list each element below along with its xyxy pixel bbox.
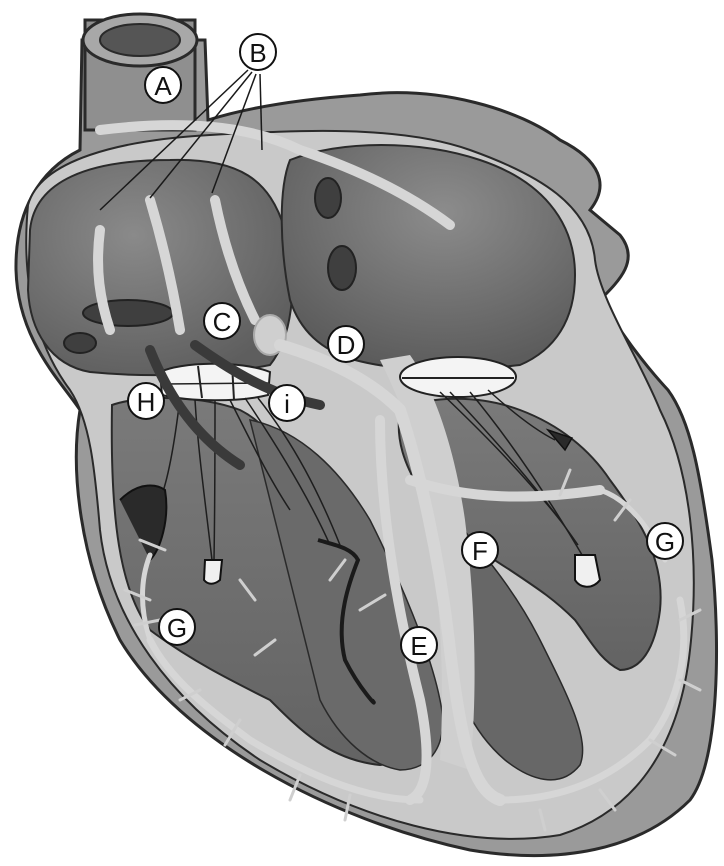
label-d: D — [328, 326, 364, 362]
coronary-sinus-opening — [83, 300, 173, 326]
label-c: C — [204, 303, 240, 339]
svg-text:G: G — [167, 613, 187, 643]
label-i: i — [269, 385, 305, 421]
label-f: F — [462, 532, 498, 568]
superior-vessel — [83, 14, 197, 130]
svg-text:E: E — [410, 631, 427, 661]
svg-text:A: A — [154, 71, 172, 101]
label-h: H — [128, 383, 164, 419]
svg-text:D: D — [337, 330, 356, 360]
label-a: A — [145, 67, 181, 103]
svg-text:F: F — [472, 536, 488, 566]
svg-text:H: H — [137, 387, 156, 417]
label-g-right: G — [647, 523, 683, 559]
mitral-valve — [400, 357, 516, 397]
svg-text:i: i — [284, 389, 290, 419]
label-g-left: G — [159, 609, 195, 645]
svg-text:C: C — [213, 307, 232, 337]
ivc-opening — [64, 333, 96, 353]
label-e: E — [401, 627, 437, 663]
pulmonary-vein-opening — [315, 178, 341, 218]
pulmonary-vein-opening — [328, 246, 356, 290]
label-b: B — [240, 34, 276, 70]
svg-text:B: B — [249, 38, 266, 68]
svg-text:G: G — [655, 527, 675, 557]
